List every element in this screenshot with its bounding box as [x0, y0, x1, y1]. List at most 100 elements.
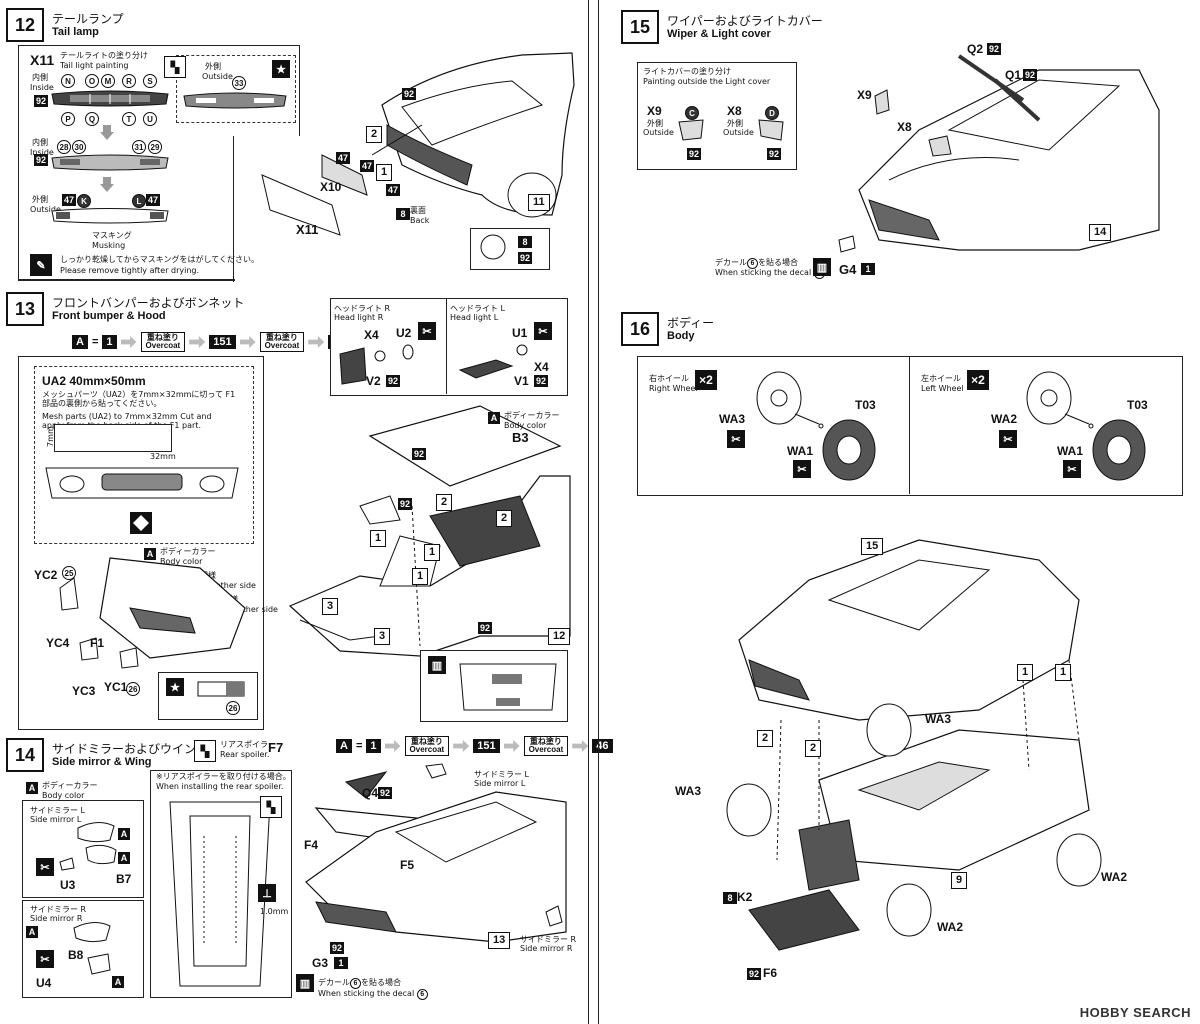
decal-jp-2: を貼る場合	[361, 978, 401, 987]
decal-icon: ✂	[418, 322, 436, 340]
step-ref-1: 1	[376, 164, 393, 181]
headlight-r-drawing	[339, 344, 414, 385]
color-92-chip: 92	[330, 942, 345, 954]
cover-en: Painting outside the Light cover	[643, 77, 771, 86]
arrow-icon	[453, 740, 470, 752]
color-r: R	[122, 74, 136, 88]
decal-en: When sticking the decal 6	[318, 989, 428, 1000]
equals: =	[355, 740, 363, 752]
front-bumper-drawing	[59, 557, 246, 669]
part-k2: K2	[737, 890, 753, 904]
dimension-32mm: 32mm	[150, 452, 176, 461]
inside-jp: 内側	[32, 138, 48, 147]
step-13-header: 13 フロントバンパーおよびボンネット Front bumper & Hood	[6, 292, 244, 326]
quantity-badge: ×2	[695, 370, 717, 390]
color-8-chip: 8	[518, 236, 532, 248]
outside-en: Outside	[723, 128, 754, 137]
detail-inset	[470, 228, 550, 270]
step-16-header: 16 ボディー Body	[621, 312, 714, 346]
color-1: 1	[102, 335, 117, 349]
part-wa2: WA2	[1101, 870, 1128, 884]
mirror-l-jp: サイドミラー L	[30, 806, 85, 815]
part-f1: F1	[90, 636, 105, 650]
step-12-header: 12 テールランプ Tail lamp	[6, 8, 124, 42]
color-n: N	[61, 74, 75, 88]
decal-icon: ✂	[36, 858, 54, 876]
overcoat-jp: 重ね塗り	[146, 333, 179, 342]
decal-icon: ✂	[534, 322, 552, 340]
arrow-icon	[189, 336, 206, 348]
color-a-icon: A	[112, 976, 124, 988]
decal-icon: ✂	[36, 950, 54, 968]
light-cover-x9-drawing	[678, 119, 704, 141]
detail-drawing	[480, 234, 506, 260]
front-car-drawing	[288, 405, 571, 657]
part-q1: Q1	[1005, 68, 1022, 82]
arrow-icon	[120, 336, 137, 348]
arrow-icon	[239, 336, 256, 348]
overcoat-jp: 重ね塗り	[529, 737, 562, 746]
color-29: 29	[148, 140, 162, 154]
color-q: Q	[85, 112, 99, 126]
color-o: O	[85, 74, 99, 88]
mirror-r-drawing	[73, 922, 111, 975]
mirror-l-en: Side mirror L	[474, 779, 526, 788]
part-wa1: WA1	[787, 444, 814, 458]
step-ref-1: 1	[424, 544, 441, 561]
step-ref-3: 3	[374, 628, 391, 645]
color-31: 31	[132, 140, 146, 154]
color-k: K	[77, 194, 91, 208]
decal-jp: デカール	[715, 258, 747, 267]
step-ref-14: 14	[1089, 224, 1112, 241]
color-92-chip: 92	[747, 968, 762, 980]
color-92-chip: 92	[34, 95, 49, 107]
color-a: A	[72, 335, 88, 349]
panel-edge	[18, 279, 235, 281]
color-8-chip: 8	[396, 208, 410, 220]
part-t03: T03	[1127, 398, 1148, 412]
decal-stripe-icon: ▥	[296, 974, 314, 992]
color-28: 28	[57, 140, 71, 154]
light-cover-x8-drawing	[758, 119, 784, 141]
step-ref-2: 2	[757, 730, 774, 747]
left-wheel-drawing	[1026, 371, 1146, 481]
color-p: P	[61, 112, 75, 126]
color-47-chip: 47	[62, 194, 77, 206]
part-wa3: WA3	[925, 712, 952, 726]
outside-en: Outside	[643, 128, 674, 137]
step-title-jp: ボディー	[667, 315, 715, 330]
headlight-l-en: Head light L	[450, 313, 499, 322]
step-ref-15: 15	[861, 538, 884, 555]
rear-spoiler-jp: リアスポイラー	[220, 740, 276, 749]
right-wheel-en: Right Wheel	[649, 384, 698, 393]
checker-icon: ▚	[164, 56, 186, 78]
tail-light-masking-drawing	[51, 208, 169, 224]
divider	[909, 356, 910, 494]
masking-en: Musking	[92, 241, 126, 250]
outside-painting-box	[176, 55, 296, 123]
decal-number: 6	[350, 978, 361, 989]
part-x10-label: X10	[320, 180, 342, 194]
step-number: 13	[6, 292, 44, 326]
mirror-l-jp: サイドミラー L	[474, 770, 529, 779]
color-m: M	[101, 74, 115, 88]
right-wheel-jp: 右ホイール	[649, 374, 689, 383]
watermark: HOBBY SEARCH	[1079, 1005, 1191, 1020]
step-15-header: 15 ワイパーおよびライトカバー Wiper & Light cover	[621, 10, 823, 44]
tail-light-outside-color-drawing	[183, 92, 287, 109]
color-a-icon: A	[118, 828, 130, 840]
tail-light-outside-drawing	[51, 90, 169, 107]
headlight-l-jp: ヘッドライト L	[450, 304, 505, 313]
dimension-7mm: 7mm	[45, 426, 55, 447]
color-l: L	[132, 194, 146, 208]
overcoat-en: Overcoat	[145, 341, 181, 350]
spoiler-note-jp: ※リアスポイラーを取り付ける場合。	[156, 772, 291, 781]
overcoat-jp: 重ね塗り	[265, 333, 298, 342]
color-92-chip: 92	[402, 88, 417, 100]
part-f6: F6	[763, 966, 778, 980]
step-ref-1: 1	[1055, 664, 1072, 681]
mesh-cut-guide	[54, 424, 172, 452]
ua2-title: UA2 40mm×50mm	[42, 374, 146, 388]
mirror-l-drawing	[59, 822, 117, 871]
outside-en: Outside	[202, 72, 233, 81]
